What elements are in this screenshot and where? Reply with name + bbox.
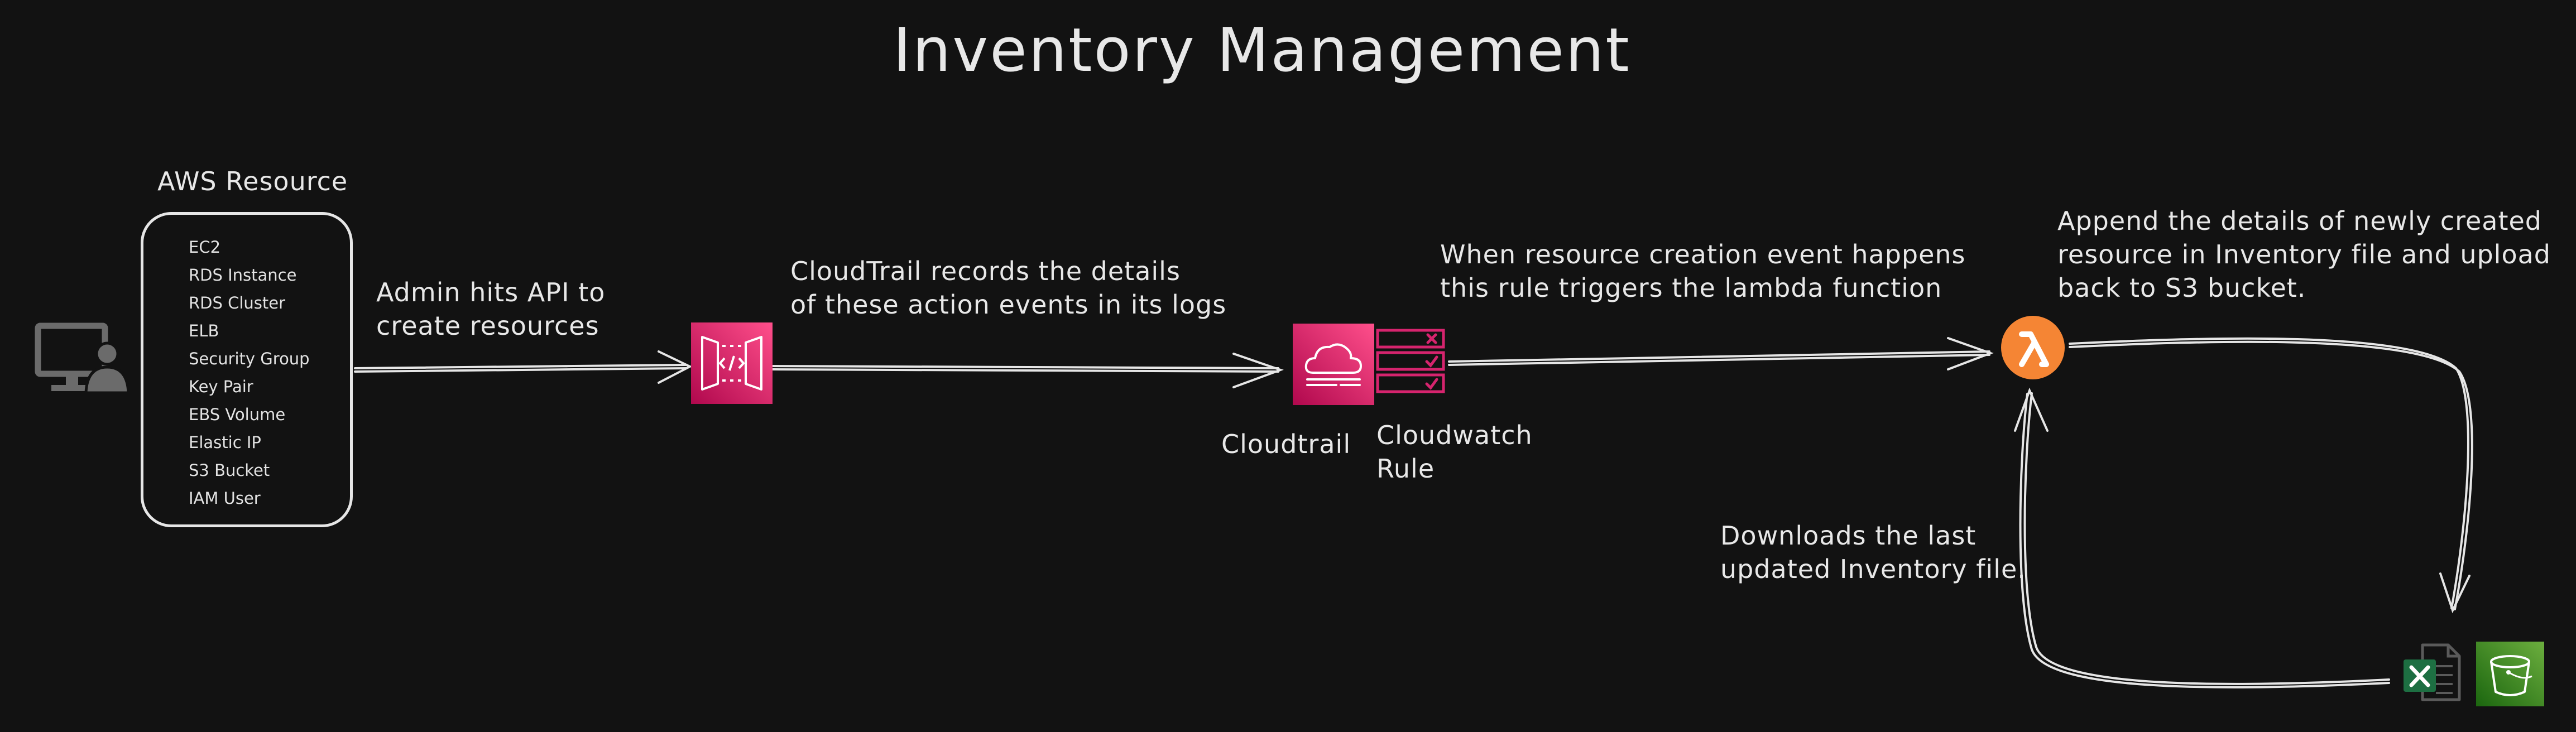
resource-item: EC2 xyxy=(189,238,221,257)
arrow-admin-to-api xyxy=(354,364,688,373)
excel-file-icon xyxy=(2404,643,2461,701)
api-gateway-icon xyxy=(691,322,773,404)
resource-item: ELB xyxy=(189,321,219,340)
arrow-file-to-lambda xyxy=(2019,392,2390,688)
aws-resource-box xyxy=(141,212,353,527)
cloudtrail-label: Cloudtrail xyxy=(1221,429,1351,459)
cloudwatch-rule-icon xyxy=(1376,329,1445,393)
lambda-icon xyxy=(2001,316,2065,379)
cloudwatch-rule-label: Cloudwatch Rule xyxy=(1376,420,1533,484)
resource-item: Key Pair xyxy=(189,377,253,396)
s3-bucket-icon xyxy=(2476,642,2544,706)
resource-item: Security Group xyxy=(189,349,310,368)
admin-api-label: Admin hits API to create resources xyxy=(376,277,606,341)
append-details-label: Append the details of newly created reso… xyxy=(2057,206,2551,303)
resource-item: RDS Instance xyxy=(189,266,297,285)
arrow-api-to-cloudtrail xyxy=(770,365,1279,373)
diagram-title: Inventory Management xyxy=(893,16,1631,85)
resource-item: Elastic IP xyxy=(189,433,261,452)
resource-item: S3 Bucket xyxy=(189,461,270,480)
downloads-label: Downloads the last updated Inventory fil… xyxy=(1720,521,2026,584)
resource-item: RDS Cluster xyxy=(189,293,286,312)
resource-item: EBS Volume xyxy=(189,405,286,424)
aws-resource-list: EC2 RDS Instance RDS Cluster ELB Securit… xyxy=(189,233,310,512)
admin-user-icon xyxy=(35,322,129,394)
cloudtrail-records-label: CloudTrail records the details of these … xyxy=(790,256,1227,320)
aws-resource-title: AWS Resource xyxy=(157,166,348,196)
arrow-lambda-to-s3 xyxy=(2069,337,2473,610)
rule-trigger-label: When resource creation event happens thi… xyxy=(1440,239,1966,303)
arrow-rule-to-lambda xyxy=(1448,350,1990,366)
resource-item: IAM User xyxy=(189,489,261,508)
cloudtrail-icon xyxy=(1293,324,1374,405)
